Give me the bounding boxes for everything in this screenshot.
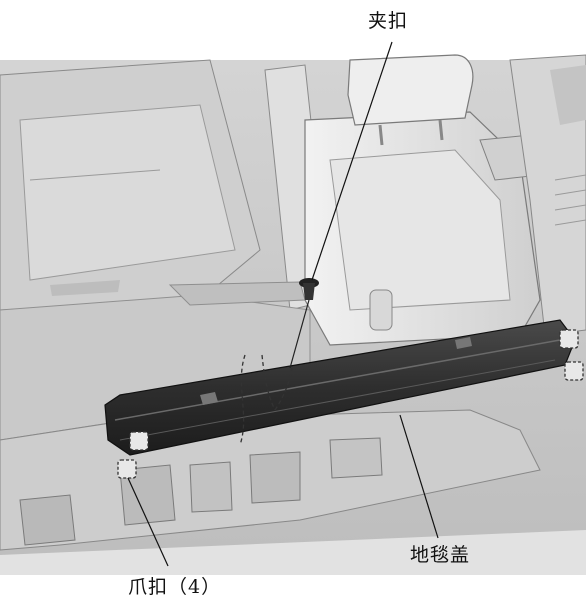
clip-position-trace — [239, 354, 293, 446]
leader-line-claw-clip — [127, 477, 169, 567]
headrest — [347, 54, 474, 126]
claw-clip-marker — [564, 361, 584, 381]
carpet-cover-part — [104, 319, 576, 456]
carpet-cover-label: 地毯盖 — [410, 544, 471, 566]
clip-label: 夹扣 — [368, 10, 409, 32]
claw-clip-marker — [129, 431, 149, 451]
claw-clip-label: 爪扣（4） — [128, 576, 222, 598]
leader-line-carpet-cover — [399, 414, 439, 539]
claw-clip-markers — [117, 329, 584, 479]
clip-fastener — [289, 278, 319, 369]
claw-clip-marker — [117, 459, 137, 479]
leader-line-clip — [311, 41, 393, 281]
vehicle-interior-illustration — [0, 54, 586, 575]
claw-clip-marker — [559, 329, 579, 349]
